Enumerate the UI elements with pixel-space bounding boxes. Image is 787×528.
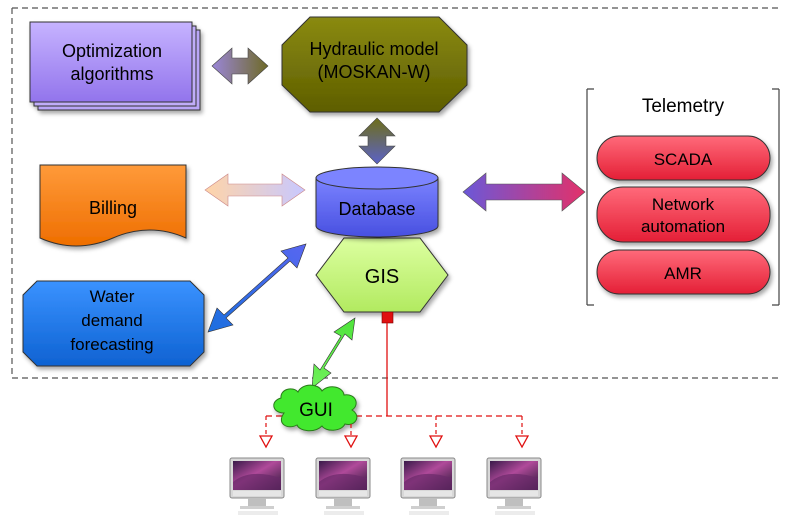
billing-label: Billing [89, 198, 137, 218]
terminal-drop-4 [514, 416, 530, 449]
telemetry-item-label: SCADA [654, 150, 713, 169]
optimization-label-line2: algorithms [70, 64, 153, 84]
telemetry-item-label: AMR [664, 264, 702, 283]
gis-label: GIS [365, 266, 399, 288]
gui-node [273, 384, 358, 432]
telemetry-item-network-automation: Network automation [596, 186, 771, 243]
system-boundary [11, 7, 781, 379]
computer-monitor-icon [486, 457, 542, 516]
arrow-hydraulic-database [358, 117, 396, 165]
telemetry-item-label: Network [652, 195, 715, 214]
arrow-forecasting-database [207, 243, 307, 333]
terminal-drop-2 [343, 424, 359, 449]
arrow-optimization-hydraulic [211, 47, 269, 85]
water-demand-forecasting-node [22, 280, 205, 367]
forecasting-label-line1: Water [90, 287, 135, 306]
database-node [315, 166, 439, 238]
telemetry-title: Telemetry [642, 96, 725, 117]
computer-monitor-icon [229, 457, 285, 516]
arrow-database-telemetry [462, 172, 586, 212]
terminal-drop-1 [258, 416, 274, 449]
computer-monitor-icon [400, 457, 456, 516]
computer-monitor-icon [315, 457, 371, 516]
forecasting-label-line3: forecasting [70, 335, 153, 354]
gis-node [315, 237, 449, 313]
telemetry-item-scada: SCADA [596, 135, 771, 181]
telemetry-bracket [586, 88, 780, 306]
optimization-algorithms-node [29, 21, 201, 111]
hydraulic-label-line2: (MOSKAN-W) [318, 62, 431, 82]
telemetry-item-amr: AMR [596, 249, 771, 295]
arrow-billing-database [204, 173, 306, 207]
gis-network-port [381, 311, 394, 324]
hydraulic-label-line1: Hydraulic model [309, 39, 438, 59]
forecasting-label-line2: demand [81, 311, 142, 330]
optimization-label-line1: Optimization [62, 41, 162, 61]
telemetry-item-label: automation [641, 217, 725, 236]
terminal-drop-3 [428, 416, 444, 449]
hydraulic-model-node [281, 16, 468, 113]
database-label: Database [338, 199, 415, 219]
gui-label: GUI [299, 400, 333, 421]
billing-node [39, 164, 187, 247]
